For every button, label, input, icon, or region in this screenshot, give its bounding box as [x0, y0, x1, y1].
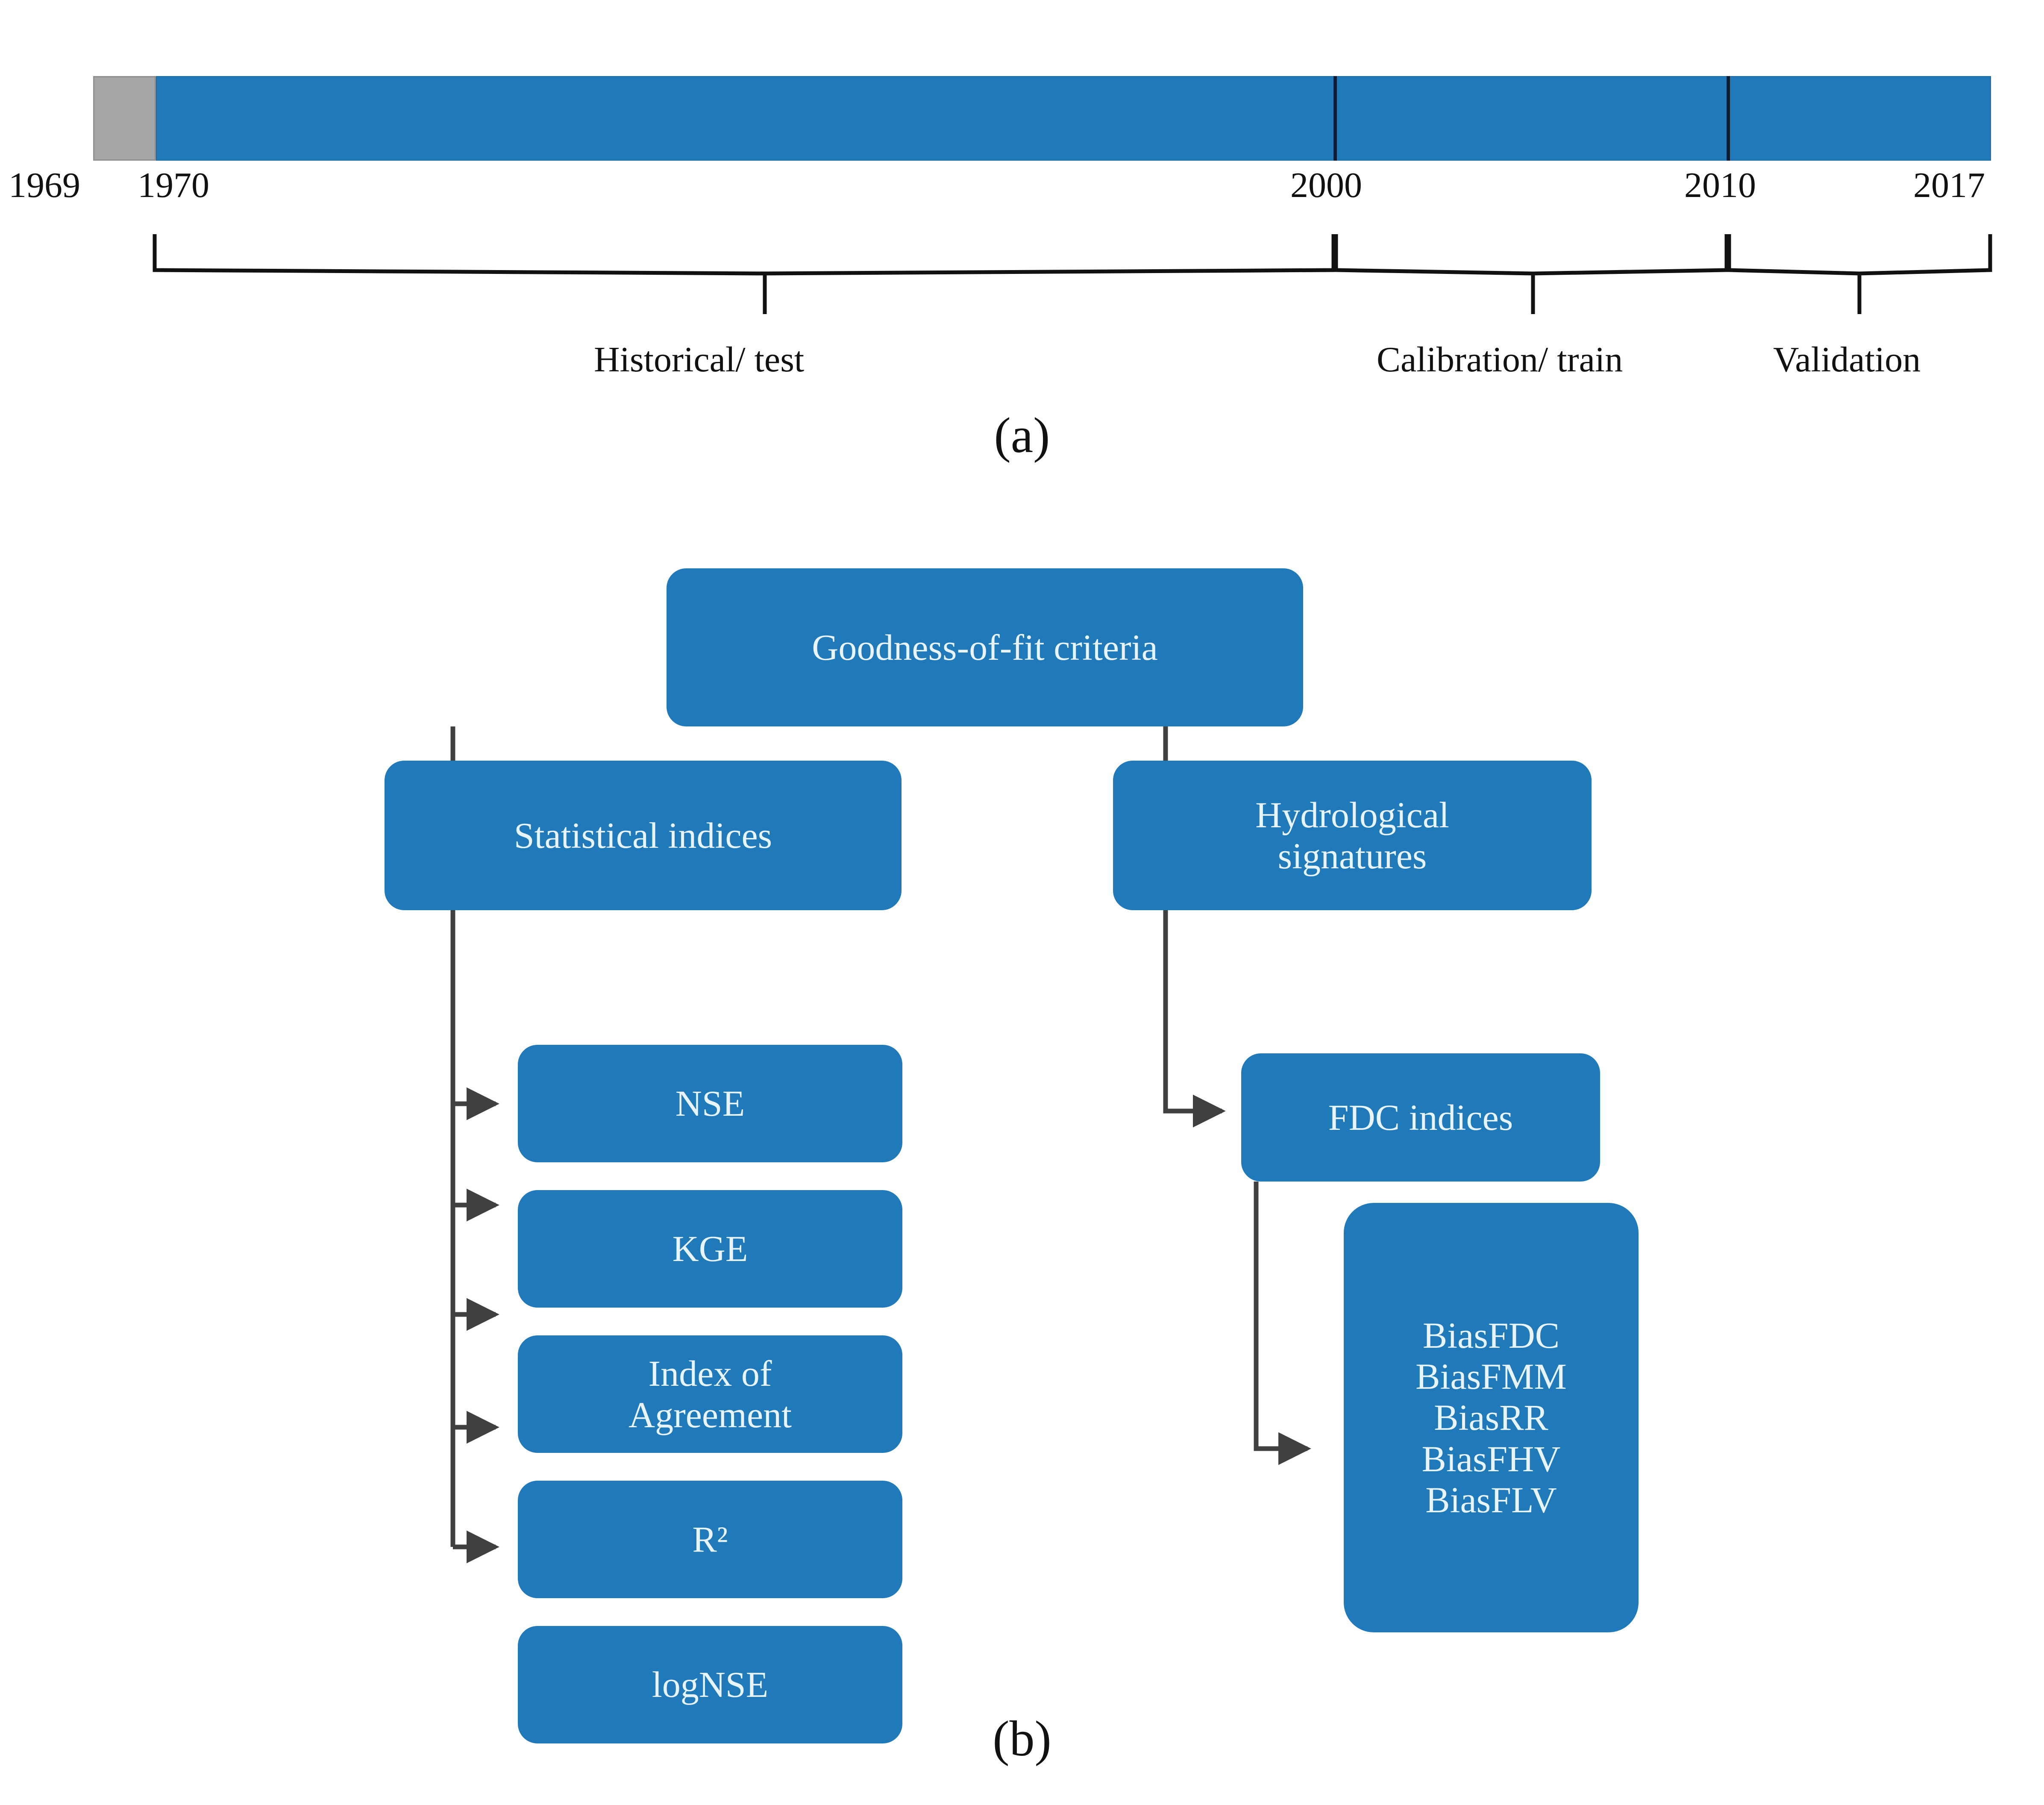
node-label: Goodness-of-fit criteria [812, 626, 1158, 668]
timeline-bar [93, 76, 1991, 161]
node-label: Hydrological signatures [1255, 794, 1449, 876]
node-r-squared[interactable]: R² [518, 1481, 902, 1598]
node-label: Statistical indices [514, 814, 772, 856]
node-label: Index of Agreement [628, 1353, 792, 1435]
year-label-2010: 2010 [1684, 165, 1756, 205]
panel-letter-a: (a) [994, 407, 1050, 463]
connector-to-bias-box [1254, 1182, 1311, 1465]
node-label: R² [692, 1519, 728, 1560]
node-fdc-indices[interactable]: FDC indices [1241, 1053, 1600, 1182]
period-braces [153, 234, 1992, 314]
node-hydrological-signatures[interactable]: Hydrological signatures [1113, 761, 1592, 910]
brace-historical [153, 234, 1336, 314]
node-label: logNSE [652, 1664, 769, 1705]
timeline-segment-pre-record [93, 76, 156, 161]
brace-validation [1727, 234, 1992, 314]
year-label-2000: 2000 [1290, 165, 1362, 205]
panel-letter-b: (b) [993, 1711, 1051, 1767]
node-statistical-indices[interactable]: Statistical indices [385, 761, 902, 910]
brace-calibration [1334, 234, 1729, 314]
year-label-1969: 1969 [9, 165, 80, 205]
node-goodness-of-fit-criteria[interactable]: Goodness-of-fit criteria [667, 568, 1303, 726]
node-bias-metrics[interactable]: BiasFDC BiasFMM BiasRR BiasFHV BiasFLV [1344, 1203, 1639, 1632]
period-label-historical: Historical/ test [594, 340, 805, 379]
year-label-2017: 2017 [1913, 165, 1985, 205]
panel-b-flowchart: Goodness-of-fit criteria Statistical ind… [0, 513, 2044, 1805]
period-label-calibration: Calibration/ train [1377, 340, 1623, 379]
timeline-segment-record [156, 76, 1991, 161]
node-nse[interactable]: NSE [518, 1045, 902, 1162]
node-label: BiasFDC BiasFMM BiasRR BiasFHV BiasFLV [1416, 1314, 1567, 1520]
node-index-of-agreement[interactable]: Index of Agreement [518, 1335, 902, 1453]
node-lognse[interactable]: logNSE [518, 1626, 902, 1743]
timeline-tick-2000 [1333, 76, 1337, 161]
period-label-validation: Validation [1773, 340, 1921, 379]
node-label: KGE [672, 1228, 748, 1270]
node-label: NSE [675, 1083, 745, 1124]
node-kge[interactable]: KGE [518, 1190, 902, 1308]
node-label: FDC indices [1328, 1097, 1513, 1138]
year-label-1970: 1970 [138, 165, 209, 205]
panel-a-timeline: 1969 1970 2000 2010 2017 Historical/ tes… [0, 0, 2044, 500]
timeline-tick-2010 [1727, 76, 1730, 161]
